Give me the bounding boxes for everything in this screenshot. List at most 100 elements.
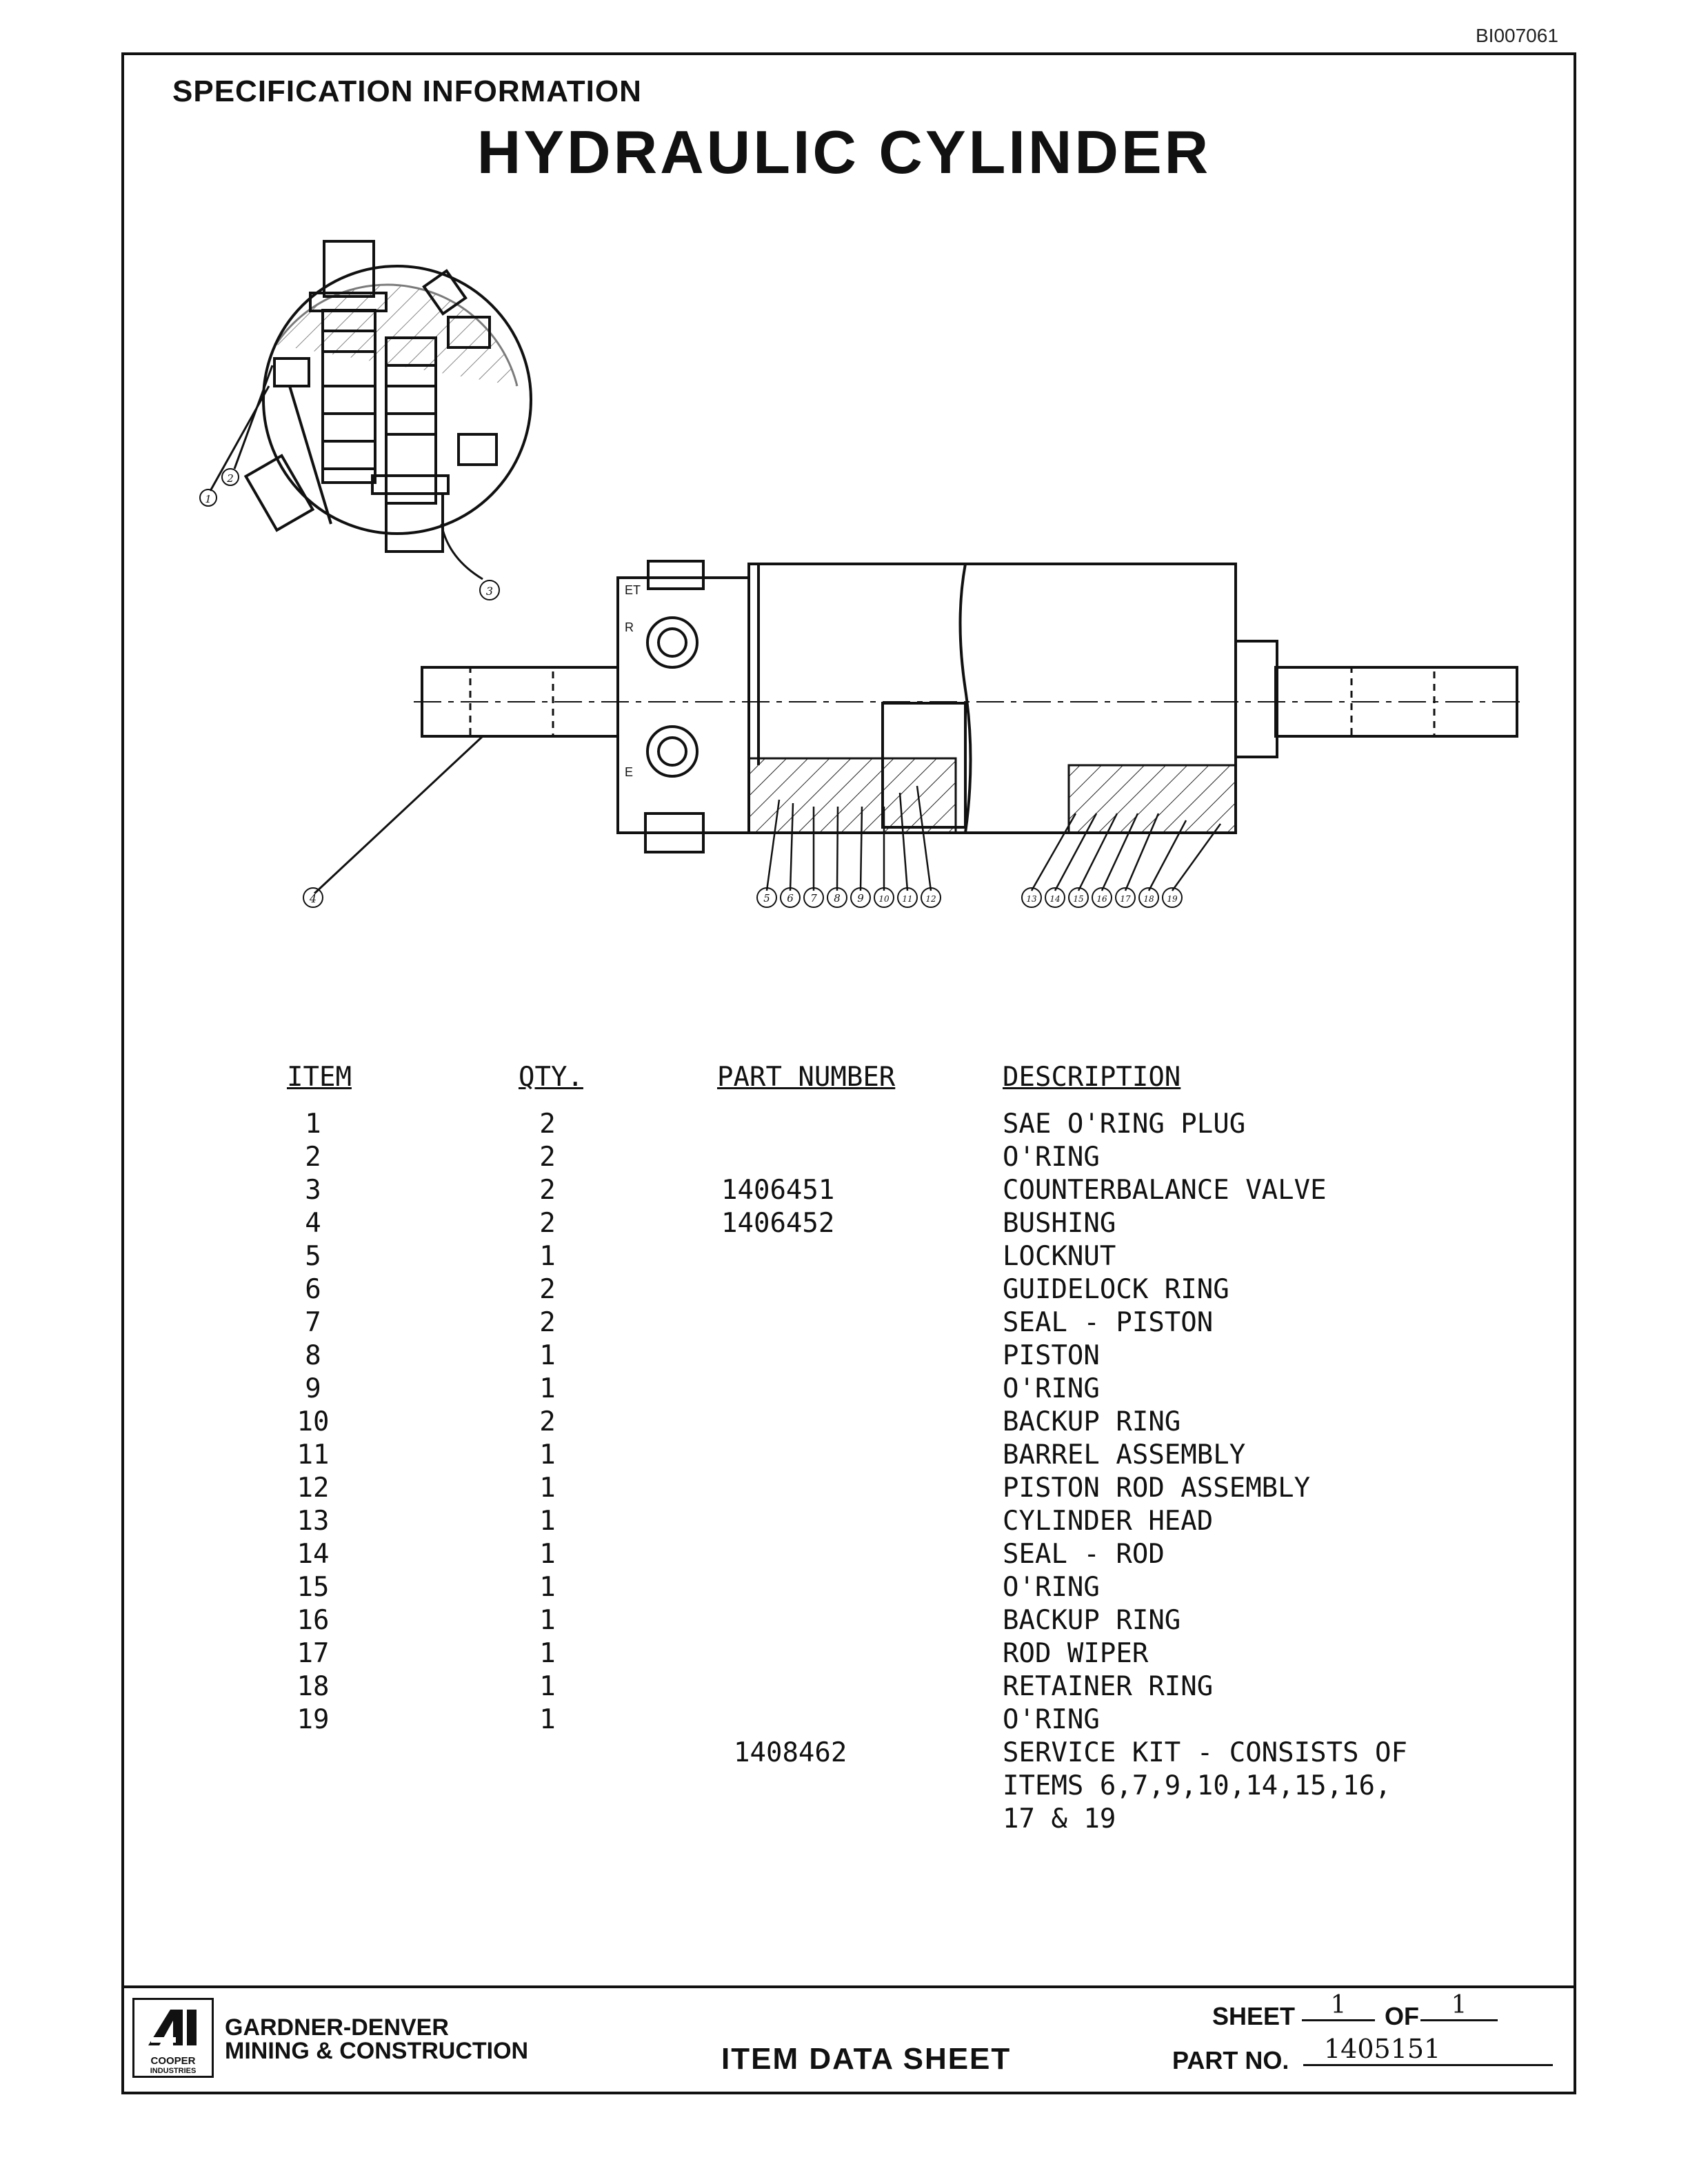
row-qty: 1: [539, 1340, 556, 1371]
row-description: O'RING: [1003, 1142, 1100, 1173]
document-type: ITEM DATA SHEET: [721, 2042, 1012, 2076]
document-id: BI007061: [1476, 25, 1558, 46]
row-description: BARREL ASSEMBLY: [1003, 1439, 1246, 1470]
valve-detail-view: [209, 240, 532, 580]
row-qty: 2: [539, 1175, 556, 1206]
sheet-total: 1: [1420, 1991, 1498, 2021]
row-qty: 1: [539, 1241, 556, 1272]
table-row: 8 1 PISTON: [0, 1340, 1688, 1373]
table-row: 7 2 SEAL - PISTON: [0, 1307, 1688, 1340]
row-qty: 1: [539, 1605, 556, 1636]
row-item: 15: [297, 1572, 330, 1603]
column-header-qty: QTY.: [519, 1062, 583, 1093]
row-description: PISTON ROD ASSEMBLY: [1003, 1473, 1311, 1504]
row-description: SEAL - ROD: [1003, 1539, 1165, 1570]
callout-8: 8: [827, 887, 847, 908]
svg-text:19: 19: [1167, 894, 1178, 904]
svg-text:15: 15: [1073, 894, 1083, 904]
row-qty: 1: [539, 1671, 556, 1702]
port-label-et: ET: [625, 583, 641, 597]
svg-text:13: 13: [1026, 894, 1037, 904]
row-item: 8: [305, 1340, 321, 1371]
row-qty: 1: [539, 1373, 556, 1404]
svg-text:7: 7: [810, 892, 817, 904]
row-description: SEAL - PISTON: [1003, 1307, 1214, 1338]
table-row: 12 1 PISTON ROD ASSEMBLY: [0, 1473, 1688, 1506]
column-header-description: DESCRIPTION: [1003, 1062, 1181, 1093]
svg-text:10: 10: [878, 894, 890, 904]
callout-14: 14: [1045, 887, 1065, 908]
cooper-logo-mark: [134, 2000, 212, 2055]
row-qty: 2: [539, 1208, 556, 1239]
part-no-value: 1405151: [1303, 2034, 1553, 2066]
row-item: 12: [297, 1473, 330, 1504]
row-item: 9: [305, 1373, 321, 1404]
row-description: COUNTERBALANCE VALVE: [1003, 1175, 1327, 1206]
of-label: OF: [1385, 2002, 1419, 2030]
row-item: 17: [297, 1638, 330, 1669]
row-item: 7: [305, 1307, 321, 1338]
row-qty: 2: [539, 1109, 556, 1140]
row-description: PISTON: [1003, 1340, 1100, 1371]
row-qty: 1: [539, 1638, 556, 1669]
cooper-logo: COOPER INDUSTRIES: [132, 1998, 214, 2078]
callout-18: 18: [1138, 887, 1159, 908]
callout-16: 16: [1092, 887, 1112, 908]
row-item: 16: [297, 1605, 330, 1636]
row-qty: 1: [539, 1506, 556, 1537]
footer-divider: [124, 1985, 1575, 1988]
row-item: 6: [305, 1274, 321, 1305]
logo-text-cooper: COOPER: [150, 2055, 196, 2067]
row-part-number: 1406452: [721, 1208, 835, 1239]
row-description: O'RING: [1003, 1572, 1100, 1603]
row-qty: 1: [539, 1439, 556, 1470]
row-item: 1: [305, 1109, 321, 1140]
row-qty: 2: [539, 1307, 556, 1338]
service-kit-row-3: 17 & 19: [0, 1803, 1688, 1837]
svg-text:9: 9: [857, 892, 864, 904]
row-qty: 1: [539, 1473, 556, 1504]
svg-text:11: 11: [902, 894, 912, 904]
svg-text:16: 16: [1096, 894, 1107, 904]
row-part-number: 1406451: [721, 1175, 835, 1206]
callout-12: 12: [921, 887, 941, 908]
company-line-2: MINING & CONSTRUCTION: [225, 2038, 529, 2064]
svg-text:18: 18: [1143, 894, 1154, 904]
company-name: GARDNER-DENVER MINING & CONSTRUCTION: [225, 2016, 528, 2063]
callout-3: 3: [479, 580, 500, 600]
row-item: 19: [297, 1704, 330, 1735]
svg-text:5: 5: [763, 892, 770, 904]
callout-4: 4: [303, 887, 323, 908]
column-header-part-number: PART NUMBER: [717, 1062, 896, 1093]
row-description: LOCKNUT: [1003, 1241, 1116, 1272]
svg-text:17: 17: [1120, 894, 1131, 904]
callout-10: 10: [874, 887, 894, 908]
section-label: SPECIFICATION INFORMATION: [172, 74, 642, 108]
row-description: GUIDELOCK RING: [1003, 1274, 1229, 1305]
page-frame: [121, 52, 1576, 2094]
company-line-1: GARDNER-DENVER: [225, 2014, 449, 2041]
service-kit-line-2: ITEMS 6,7,9,10,14,15,16,: [1003, 1770, 1391, 1801]
svg-text:12: 12: [925, 894, 936, 904]
service-kit-row-2: ITEMS 6,7,9,10,14,15,16,: [0, 1770, 1688, 1803]
row-item: 14: [297, 1539, 330, 1570]
callout-1: 1: [199, 489, 217, 507]
callout-19: 19: [1162, 887, 1183, 908]
callout-15: 15: [1068, 887, 1089, 908]
cylinder-assembly: [313, 560, 1524, 895]
row-item: 18: [297, 1671, 330, 1702]
svg-text:2: 2: [226, 472, 234, 485]
row-item: 5: [305, 1241, 321, 1272]
